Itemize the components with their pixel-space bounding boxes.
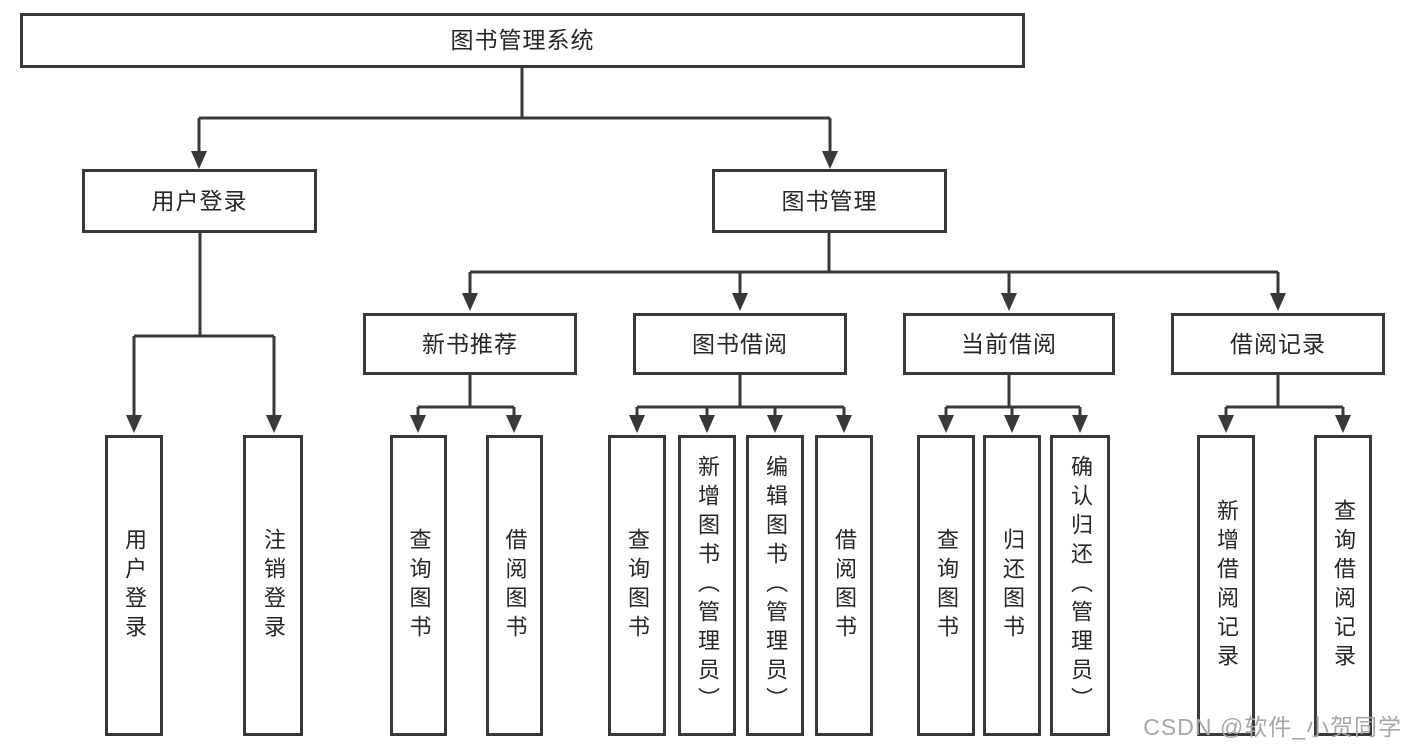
node-library-management-system: 图书管理系统	[20, 13, 1025, 68]
node-leaf-logout-login: 注销登录	[243, 435, 303, 736]
node-confirm-return-admin: 确认归还（管理员）	[1050, 435, 1110, 736]
node-add-books-admin: 新增图书（管理员）	[678, 435, 736, 736]
node-borrow-books-recommend: 借阅图书	[486, 435, 543, 736]
node-leaf-user-login: 用户登录	[105, 435, 163, 736]
node-query-borrow-record: 查询借阅记录	[1314, 435, 1372, 736]
node-add-borrow-record: 新增借阅记录	[1197, 435, 1255, 736]
node-borrow-records: 借阅记录	[1171, 313, 1385, 375]
node-return-books: 归还图书	[983, 435, 1041, 736]
node-current-borrow: 当前借阅	[903, 313, 1115, 375]
node-query-books-recommend: 查询图书	[390, 435, 447, 736]
node-user-login: 用户登录	[82, 169, 317, 233]
node-edit-books-admin: 编辑图书（管理员）	[746, 435, 804, 736]
node-borrow-books: 借阅图书	[815, 435, 873, 736]
watermark-csdn: CSDN @软件_小贺同学	[1143, 714, 1402, 740]
arrowheads	[126, 151, 1351, 433]
node-query-books-borrow: 查询图书	[608, 435, 666, 736]
node-book-borrow: 图书借阅	[633, 313, 847, 375]
node-book-management: 图书管理	[712, 169, 947, 233]
node-new-book-recommend: 新书推荐	[363, 313, 577, 375]
node-query-books-current: 查询图书	[917, 435, 975, 736]
